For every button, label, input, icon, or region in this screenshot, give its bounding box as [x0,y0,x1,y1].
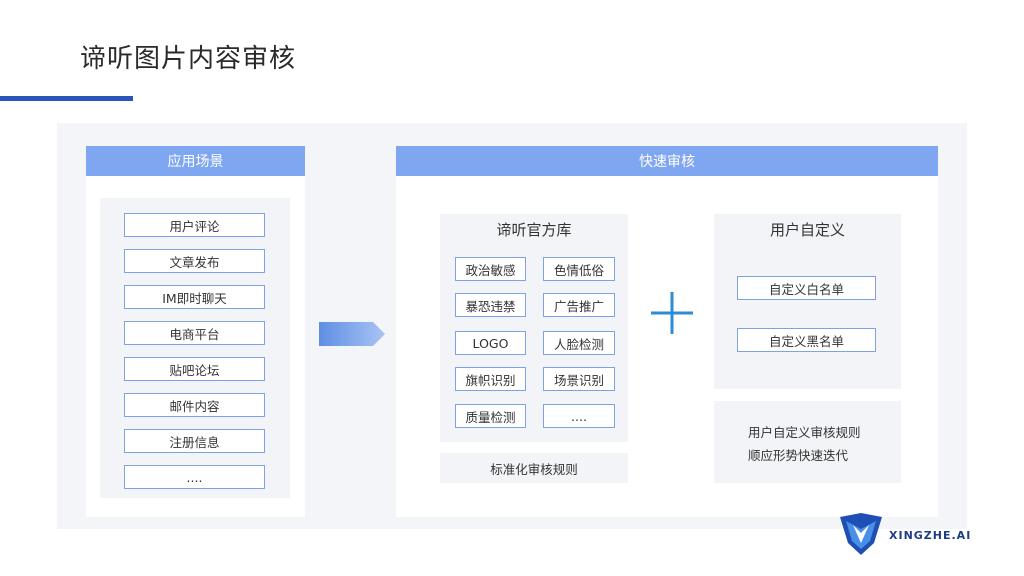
brand-name: XINGZHE.AI [889,529,972,542]
library-item: 政治敏感 [455,257,526,281]
scenario-item: IM即时聊天 [124,285,265,309]
custom-rules-box [714,401,901,483]
flow-arrow-icon [319,322,385,346]
custom-title: 用户自定义 [769,220,845,239]
scenario-item: 电商平台 [124,321,265,345]
plus-icon [651,292,693,334]
library-footer: 标准化审核规则 [440,453,628,483]
library-item: LOGO [455,331,526,355]
library-item: 场景识别 [543,367,615,391]
title-underline [0,96,133,101]
library-item: .... [543,404,615,428]
scenario-item: 邮件内容 [124,393,265,417]
library-item: 旗帜识别 [455,367,526,391]
custom-box [714,214,901,389]
library-item: 色情低俗 [543,257,615,281]
custom-item: 自定义黑名单 [737,328,876,352]
page-title: 谛听图片内容审核 [80,44,297,74]
scenario-item: 文章发布 [124,249,265,273]
scenario-item: .... [124,465,265,489]
custom-item: 自定义白名单 [737,276,876,300]
scenario-item: 注册信息 [124,429,265,453]
library-item: 质量检测 [455,404,526,428]
scenarios-header: 应用场景 [86,146,305,176]
review-header: 快速审核 [396,146,938,176]
brand-logo-icon [840,513,882,555]
library-item: 人脸检测 [543,331,615,355]
custom-rule-line: 顺应形势快速迭代 [748,448,849,463]
library-item: 广告推广 [543,293,615,317]
library-title: 谛听官方库 [496,220,572,239]
scenario-item: 贴吧论坛 [124,357,265,381]
scenario-item: 用户评论 [124,213,265,237]
scenarios-list [100,198,290,498]
library-item: 暴恐违禁 [455,293,526,317]
custom-rule-line: 用户自定义审核规则 [748,425,861,440]
